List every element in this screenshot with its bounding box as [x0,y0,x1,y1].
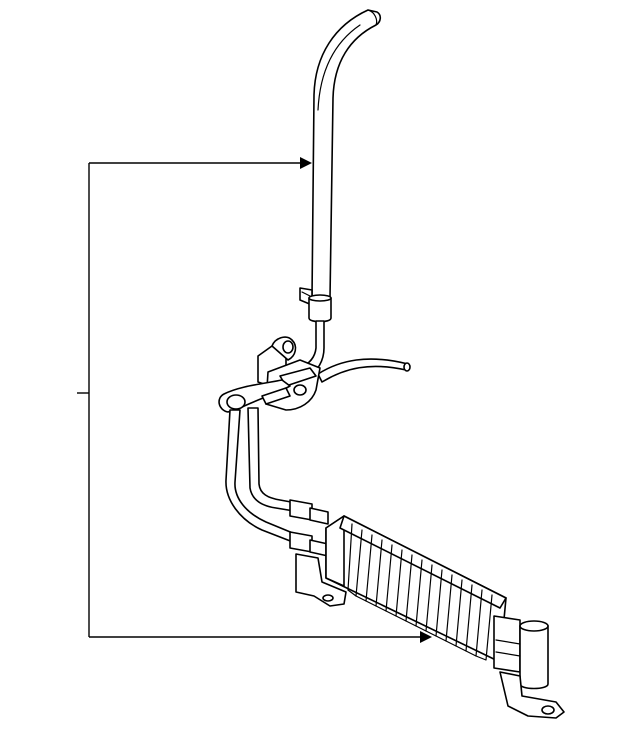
cooler-hose [311,9,382,299]
cooler-lines [225,407,329,557]
callout-bracket [77,157,432,643]
upper-callout-arrow [300,157,312,169]
hose-fitting [308,294,332,323]
cooler-mounting-bracket [499,671,565,719]
cooler-fins [347,523,493,661]
mounting-bracket [218,336,321,413]
lower-callout-arrow [420,631,432,643]
cooler-left-bracket [295,553,347,607]
transmission-oil-cooler [325,515,507,663]
cooler-tube [295,320,411,383]
